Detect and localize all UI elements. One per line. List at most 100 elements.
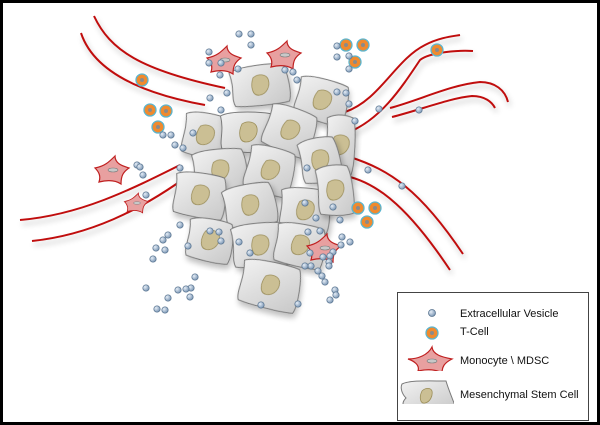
monocytes (93, 39, 343, 264)
nucleus (326, 179, 345, 201)
legend-item-monocyte: Monocyte \ MDSC (398, 345, 588, 371)
nucleus (107, 167, 119, 173)
extracellular-vesicle (319, 253, 327, 261)
t-cell (159, 104, 173, 118)
extracellular-vesicle (164, 231, 172, 239)
blood-vessels (19, 15, 509, 271)
nucleus (200, 229, 220, 251)
extracellular-vesicle (304, 228, 312, 236)
extracellular-vesicle (191, 273, 199, 281)
extracellular-vesicle (235, 238, 243, 246)
extracellular-vesicle (281, 66, 289, 74)
nucleus (311, 149, 330, 171)
t-cell (351, 201, 365, 215)
vessel-wall (391, 94, 496, 118)
extracellular-vesicle (142, 191, 150, 199)
t-cell (360, 215, 374, 229)
extracellular-vesicle (332, 291, 340, 299)
nucleus (296, 199, 315, 221)
extracellular-vesicle (398, 182, 406, 190)
extracellular-vesicle (293, 76, 301, 84)
extracellular-vesicle (346, 238, 354, 246)
extracellular-vesicle (257, 301, 265, 309)
extracellular-vesicle (149, 255, 157, 263)
t-cell (135, 73, 149, 87)
mesenchymal-stem-cell (172, 171, 227, 221)
nucleus (251, 234, 270, 256)
extracellular-vesicle (206, 94, 214, 102)
extracellular-vesicle (364, 166, 372, 174)
legend-label: Mesenchymal Stem Cell (460, 389, 579, 401)
t-cell (348, 55, 362, 69)
nucleus (195, 124, 215, 146)
extracellular-vesicle (351, 117, 359, 125)
extracellular-vesicle (161, 246, 169, 254)
extracellular-vesicle (301, 262, 309, 270)
extracellular-vesicle (159, 236, 167, 244)
legend-item-t-cell: T-Cell (398, 323, 588, 343)
t-cell (430, 43, 444, 57)
extracellular-vesicle (217, 237, 225, 245)
extracellular-vesicle (375, 105, 383, 113)
extracellular-vesicle (142, 284, 150, 292)
extracellular-vesicle (234, 65, 242, 73)
nucleus (260, 159, 281, 180)
nucleus (190, 184, 210, 206)
diagram-svg (19, 15, 509, 314)
extracellular-vesicle (217, 59, 225, 67)
extracellular-vesicle (159, 131, 167, 139)
extracellular-vesicles (133, 30, 423, 314)
mesenchymal-stem-cell (228, 62, 291, 108)
vessel-wall (346, 49, 474, 134)
extracellular-vesicle (182, 285, 190, 293)
extracellular-vesicle (338, 233, 346, 241)
extracellular-vesicle (246, 249, 254, 257)
extracellular-vesicle (316, 227, 324, 235)
extracellular-vesicle (206, 227, 214, 235)
extracellular-vesicle (303, 164, 311, 172)
t-cell (143, 103, 157, 117)
vessel-wall (389, 80, 509, 109)
extracellular-vesicle (325, 262, 333, 270)
nucleus (319, 245, 331, 251)
extracellular-vesicle (301, 199, 309, 207)
vessel-wall (19, 164, 181, 221)
extracellular-vesicle (176, 221, 184, 229)
extracellular-vesicle (333, 42, 341, 50)
monocyte (123, 192, 150, 214)
extracellular-vesicle (217, 106, 225, 114)
extracellular-vesicle (161, 306, 169, 314)
extracellular-vesicle (333, 53, 341, 61)
extracellular-vesicle (326, 252, 334, 260)
extracellular-vesicle (415, 106, 423, 114)
legend-item-msc: Mesenchymal Stem Cell (398, 378, 588, 404)
nucleus (279, 52, 291, 58)
extracellular-vesicle (215, 228, 223, 236)
legend-label: Extracellular Vesicle (460, 308, 559, 320)
extracellular-vesicle (247, 30, 255, 38)
vessel-wall (93, 15, 226, 89)
extracellular-vesicle (235, 30, 243, 38)
extracellular-vesicle (139, 171, 147, 179)
nucleus (290, 234, 310, 256)
msc-cluster (172, 62, 356, 314)
legend-label: Monocyte \ MDSC (460, 355, 550, 367)
t-cell (151, 120, 165, 134)
extracellular-vesicle (152, 244, 160, 252)
extracellular-vesicle (223, 89, 231, 97)
extracellular-vesicle (184, 242, 192, 250)
extracellular-vesicle (136, 163, 144, 171)
nucleus (133, 201, 141, 205)
extracellular-vesicle (247, 41, 255, 49)
extracellular-vesicle (345, 100, 353, 108)
extracellular-vesicle (342, 89, 350, 97)
extracellular-vesicle-icon (428, 309, 436, 317)
extracellular-vesicle (205, 48, 213, 56)
mesenchymal-stem-cell (220, 181, 279, 229)
extracellular-vesicle (216, 71, 224, 79)
monocyte (265, 39, 303, 71)
diagram-canvas: Extracellular Vesicle T-Cell Monocyte \ … (3, 3, 597, 422)
extracellular-vesicle (321, 278, 329, 286)
extracellular-vesicle (306, 249, 314, 257)
nucleus (260, 274, 281, 296)
